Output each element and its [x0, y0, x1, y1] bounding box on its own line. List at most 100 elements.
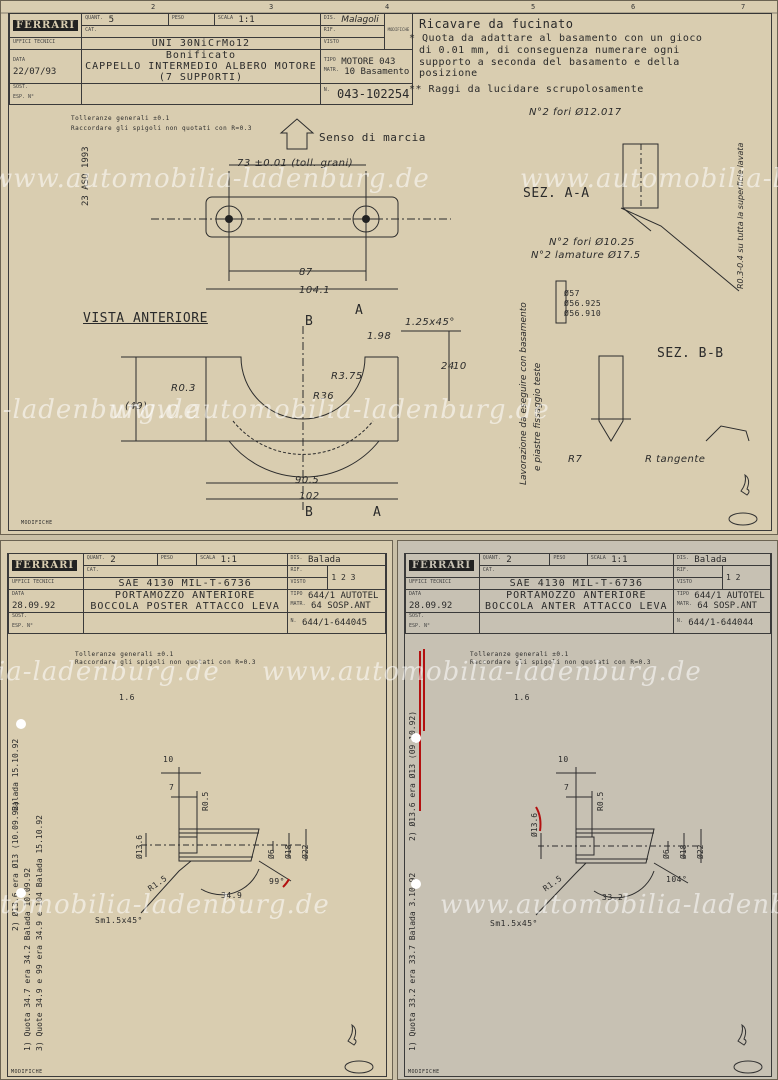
quant-value: 2	[506, 554, 512, 565]
label-esp: ESP. N°	[13, 94, 35, 100]
plan-view-body	[205, 196, 399, 238]
date-value: 28.09.92	[409, 601, 453, 611]
bushing-outline	[178, 828, 260, 862]
top-drawing-lines	[1, 12, 777, 526]
dim-125: 1.25x45°	[405, 317, 455, 328]
part-sub: (7 SUPPORTI)	[158, 72, 244, 83]
direction-label: Senso di marcia	[319, 131, 426, 144]
punch-hole-top	[411, 733, 421, 743]
dim-10: 10	[558, 755, 569, 764]
dim-90: 90.5	[295, 475, 320, 486]
label-sost: SOST.	[12, 613, 28, 620]
ruler-mark-4: 4	[385, 3, 390, 11]
label-peso: PESO	[553, 554, 566, 561]
dim-r03: R0.3	[171, 383, 196, 394]
label-cat: CAT.	[482, 566, 495, 573]
punch-hole-top	[16, 719, 26, 729]
r-tangente: R tangente	[645, 454, 706, 465]
dim-104: 104°	[666, 875, 688, 884]
label-peso: PESO	[171, 14, 184, 21]
dim-198: 1.98	[367, 331, 392, 342]
tolerance-line-1: Tolleranze generali ±0.1	[71, 115, 170, 122]
top-modifiche: MODIFICHE	[21, 520, 53, 526]
label-rif: RIF.	[676, 566, 689, 573]
direction-arrow	[279, 118, 315, 150]
ruler-mark-2: 2	[151, 3, 156, 11]
drawing-number: 043-102254	[337, 87, 410, 101]
front-view-profile	[205, 356, 399, 441]
quant-value: 5	[108, 14, 114, 25]
part-sub: BOCCOLA POSTER ATTACCO LEVA	[90, 601, 280, 612]
tolerance-line-2: Raccordare gli spigoli non quotati con R…	[75, 659, 256, 666]
label-tipo: TIPO	[323, 56, 336, 63]
dim-99: 99°	[269, 877, 285, 886]
label-modifiche: MODIFICHE	[387, 26, 410, 32]
label-n: N.	[676, 618, 683, 624]
ferrari-logo: FERRARI	[13, 20, 79, 31]
sez-a-title: SEZ. A-A	[523, 186, 590, 201]
label-visto: VISTO	[323, 38, 339, 45]
prancing-horse-icon	[728, 473, 758, 526]
tolerance-line-2: Raccordare gli spigoli non quotati con R…	[470, 659, 651, 666]
label-peso: PESO	[160, 554, 173, 561]
label-rif: RIF.	[323, 26, 336, 33]
ferrari-logo: FERRARI	[409, 560, 475, 571]
label-dis: DIS.	[290, 554, 303, 561]
right-modifiche: MODIFICHE	[408, 1069, 440, 1075]
note-1d: posizione	[419, 68, 478, 79]
matr-value: 64 SOSP.ANT	[311, 601, 371, 611]
dim-349: 34.9	[221, 891, 243, 900]
bushing-outline	[575, 828, 655, 864]
tolerance-line-1: Tolleranze generali ±0.1	[75, 651, 174, 658]
label-matr: MATR.	[323, 66, 339, 73]
label-tipo: TIPO	[290, 591, 303, 597]
left-drawing-sheet: FERRARI QUANT. 2 PESO SCALA 1:1 DIS. Bal…	[0, 540, 393, 1080]
right-drawing-lines	[411, 649, 763, 1074]
dim-7: 7	[169, 783, 175, 792]
label-uffici: UFFICI TECNICI	[13, 38, 56, 45]
dim-10: 10	[453, 361, 467, 372]
label-uffici: UFFICI TECNICI	[12, 578, 55, 585]
dim-24: 24	[441, 361, 455, 372]
note-1c: supporto a seconda del basamento e della	[419, 57, 680, 68]
matr-value: 64 SOSP.ANT	[697, 601, 757, 611]
prancing-horse-icon	[733, 1023, 763, 1074]
date-value: 28.09.92	[12, 601, 56, 611]
ruler-mark-5: 5	[531, 3, 536, 11]
label-quant: QUANT.	[86, 554, 105, 561]
ruler-mark-7: 7	[741, 3, 746, 11]
dim-104: 104.1	[299, 285, 331, 296]
scala-value: 1:1	[238, 14, 255, 25]
label-data: DATA	[13, 56, 26, 63]
label-dis: DIS.	[676, 554, 689, 561]
left-modifiche: MODIFICHE	[11, 1069, 43, 1075]
red-correction-mark	[419, 649, 542, 832]
dim-sm: Sm1.5x45°	[95, 916, 143, 925]
tipo-value: MOTORE 043	[341, 56, 396, 67]
dim-102: 102	[299, 491, 320, 502]
section-a-top: A	[355, 303, 364, 318]
revision-marks: 1 2 3	[327, 565, 386, 590]
ferrari-logo: FERRARI	[12, 560, 78, 571]
date-value: 22/07/93	[13, 66, 57, 77]
label-matr: MATR.	[290, 601, 306, 607]
dim-10: 10	[163, 755, 174, 764]
roughness: 1.6	[119, 693, 135, 702]
dim-r375: R3.75	[331, 371, 363, 382]
label-cat: CAT.	[86, 566, 99, 573]
left-title-block: FERRARI QUANT. 2 PESO SCALA 1:1 DIS. Bal…	[8, 553, 387, 634]
holes-2: N°2 fori Ø10.25	[549, 237, 635, 248]
designer: Balada	[308, 554, 341, 565]
dia-57: Ø57	[564, 289, 580, 298]
note-1a: * Quota da adattare al basamento con un …	[409, 33, 703, 44]
label-visto: VISTO	[290, 578, 306, 585]
dia-56925: Ø56.925	[564, 299, 602, 308]
designer-signature: Malagoli	[341, 14, 379, 25]
label-matr: MATR.	[676, 601, 692, 607]
treatment: Bonificato	[165, 50, 237, 62]
prancing-horse-icon	[344, 1023, 374, 1074]
scala-value: 1:1	[220, 554, 237, 565]
label-data: DATA	[12, 591, 25, 597]
label-sost: SOST.	[13, 84, 29, 91]
right-title-block: FERRARI QUANT. 2 PESO SCALA 1:1 DIS. Bal…	[405, 553, 772, 634]
